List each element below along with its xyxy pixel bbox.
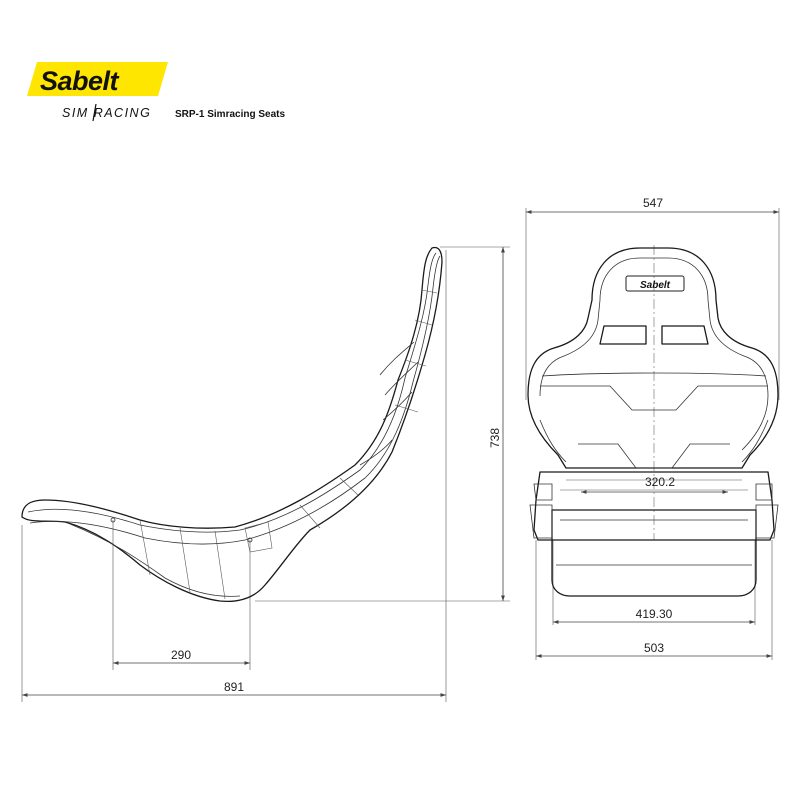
front-seat-wings (539, 419, 769, 463)
side-mount-hole-front (110, 517, 116, 523)
front-seat-contour (578, 443, 730, 469)
logo-wordmark: Sabelt (40, 66, 120, 96)
front-lumbar-contour (540, 385, 768, 411)
front-base-rim (560, 479, 748, 491)
sub-brand-divider (92, 103, 97, 122)
side-mount-hole-rear (247, 537, 253, 543)
front-lumbar-contour-2 (541, 372, 767, 377)
front-back-shell (527, 247, 779, 469)
front-base-box-inner (556, 519, 752, 566)
dim-front-base-inner-width: 419.30 (636, 607, 673, 621)
front-base-shell (533, 471, 775, 541)
logo-yellow-badge (27, 62, 168, 96)
front-back-inner (539, 257, 769, 451)
brand-header: Sabelt SIM RACING SRP-1 Simracing Seats (27, 62, 285, 122)
side-shell-outline (21, 246, 443, 603)
side-shell-inner-2 (29, 255, 441, 545)
side-shell-grid-lines (139, 289, 438, 600)
dim-side-seat-depth: 290 (171, 648, 191, 662)
side-shell-bolster-line (359, 341, 419, 466)
dim-side-total-length: 891 (224, 680, 244, 694)
dim-front-total-width: 547 (643, 196, 663, 210)
seat-logo-text: Sabelt (640, 280, 671, 291)
belt-slot-right (661, 325, 709, 345)
sabelt-logo: Sabelt (27, 62, 168, 96)
dim-side-height: 738 (488, 428, 502, 448)
side-shell-inner-1 (27, 252, 437, 533)
side-shell-lower-line (69, 523, 241, 597)
belt-slot-left (599, 325, 647, 345)
dim-front-inner-width: 320.2 (645, 475, 675, 489)
front-side-bracket-left (529, 483, 553, 539)
dim-front-base-width: 503 (644, 641, 664, 655)
seat-logo-plate (625, 275, 685, 292)
front-view: Sabelt 547 320.2 419.30 503 (525, 196, 780, 660)
front-base-box (551, 509, 757, 597)
front-side-bracket-right (755, 483, 779, 539)
product-name: SRP-1 Simracing Seats (175, 109, 285, 120)
side-view: 738 290 891 (21, 246, 510, 702)
side-shell-mount-bracket (244, 521, 273, 553)
sub-brand-label: SIM RACING (62, 106, 151, 120)
